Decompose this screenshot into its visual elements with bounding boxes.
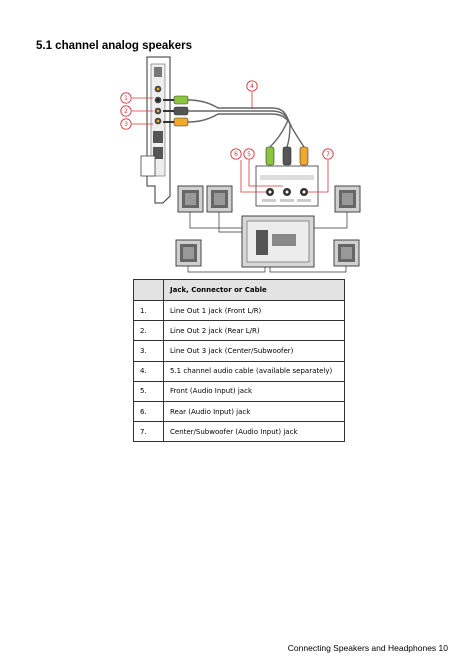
callout-3: 3 xyxy=(120,118,132,130)
page-footer: Connecting Speakers and Headphones 10 xyxy=(287,643,448,653)
callout-4: 4 xyxy=(246,80,258,92)
row-label: Line Out 2 jack (Rear L/R) xyxy=(163,320,345,342)
section-heading: 5.1 channel analog speakers xyxy=(36,40,192,52)
callout-7: 7 xyxy=(322,148,334,160)
row-label: 5.1 channel audio cable (available separ… xyxy=(163,360,345,382)
amplifier-back-panel xyxy=(255,165,319,207)
speaker-center xyxy=(334,185,361,213)
svg-text:3: 3 xyxy=(124,121,128,128)
row-label: Center/Subwoofer (Audio Input) jack xyxy=(163,421,345,443)
sound-card-bracket xyxy=(140,56,171,204)
speaker-rear-right xyxy=(333,239,360,267)
connector-table: Jack, Connector or Cable 1. Line Out 1 j… xyxy=(133,279,345,443)
row-number: 4. xyxy=(133,360,164,382)
speaker-plugs xyxy=(265,146,309,166)
callout-5: 5 xyxy=(243,148,255,160)
row-label: Line Out 1 jack (Front L/R) xyxy=(163,299,345,322)
subwoofer xyxy=(241,215,315,268)
table-row: 2. Line Out 2 jack (Rear L/R) xyxy=(133,320,345,342)
svg-text:7: 7 xyxy=(326,151,330,158)
speaker-wires xyxy=(187,212,348,273)
callout-1: 1 xyxy=(120,92,132,104)
table-header-row: Jack, Connector or Cable xyxy=(133,279,345,301)
row-number: 7. xyxy=(133,421,164,443)
row-label: Front (Audio Input) jack xyxy=(163,380,345,402)
row-number: 1. xyxy=(133,299,164,322)
callout-leaders xyxy=(132,92,329,193)
table-header-label: Jack, Connector or Cable xyxy=(163,279,345,301)
speaker-front-left xyxy=(177,185,204,213)
audio-cable xyxy=(187,99,305,148)
table-row: 5. Front (Audio Input) jack xyxy=(133,380,345,402)
table-row: 7. Center/Subwoofer (Audio Input) jack xyxy=(133,421,345,443)
svg-text:5: 5 xyxy=(247,151,251,158)
svg-text:1: 1 xyxy=(124,95,128,102)
table-header-number xyxy=(133,279,164,301)
callout-2: 2 xyxy=(120,105,132,117)
card-plugs xyxy=(163,95,189,127)
table-row: 6. Rear (Audio Input) jack xyxy=(133,400,345,423)
speaker-connection-diagram: 1 2 3 4 5 6 7 xyxy=(120,56,361,273)
row-label: Rear (Audio Input) jack xyxy=(163,400,345,423)
table-row: 1. Line Out 1 jack (Front L/R) xyxy=(133,299,345,322)
speaker-rear-left xyxy=(175,239,202,267)
row-number: 2. xyxy=(133,320,164,342)
row-number: 5. xyxy=(133,380,164,402)
svg-text:6: 6 xyxy=(234,151,238,158)
row-label: Line Out 3 jack (Center/Subwoofer) xyxy=(163,340,345,362)
speaker-front-right xyxy=(206,185,233,213)
table-row: 4. 5.1 channel audio cable (available se… xyxy=(133,360,345,382)
svg-text:4: 4 xyxy=(250,83,254,90)
table-row: 3. Line Out 3 jack (Center/Subwoofer) xyxy=(133,340,345,362)
row-number: 6. xyxy=(133,400,164,423)
row-number: 3. xyxy=(133,340,164,362)
svg-text:2: 2 xyxy=(124,108,128,115)
callout-6: 6 xyxy=(230,148,242,160)
